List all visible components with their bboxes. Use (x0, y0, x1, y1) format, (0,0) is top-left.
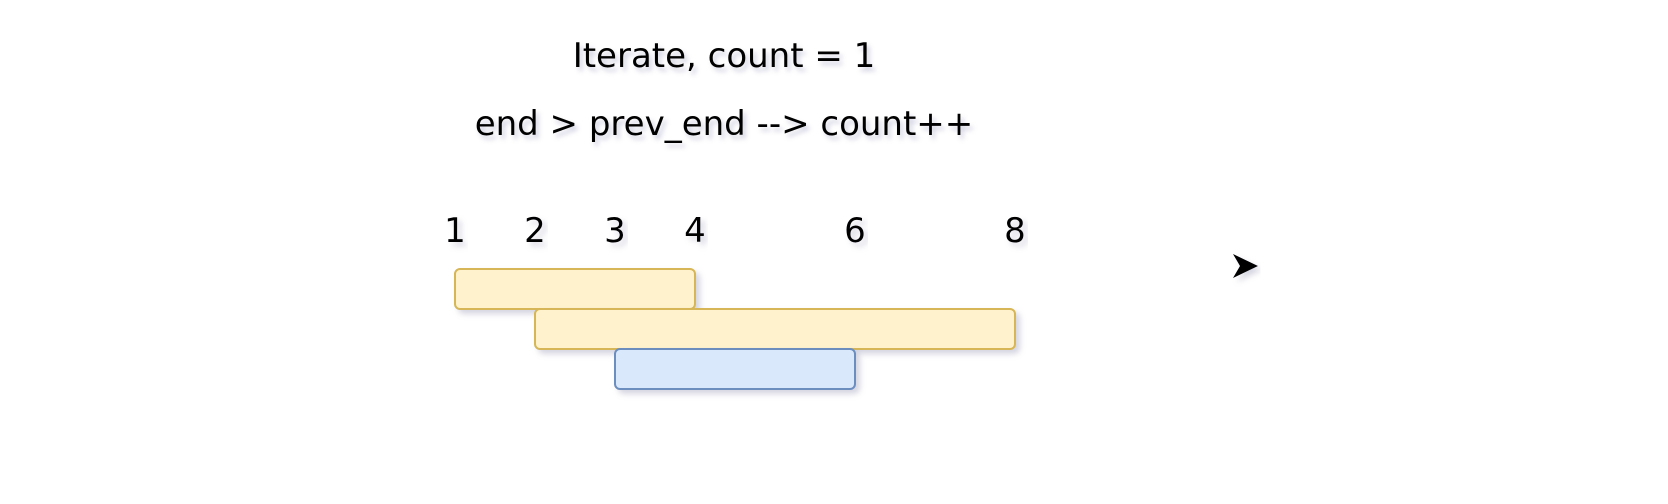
tick-label: 6 (844, 211, 866, 251)
diagram-title: Iterate, count = 1 (572, 36, 876, 76)
interval-bar (534, 308, 1016, 350)
interval-bar (454, 268, 696, 310)
tick-label: 3 (604, 211, 626, 251)
tick-label: 2 (524, 211, 546, 251)
tick-label: 4 (684, 211, 706, 251)
axis-arrowhead-icon (1233, 254, 1258, 278)
tick-label: 8 (1004, 211, 1026, 251)
rule-caption: end > prev_end --> count++ (474, 104, 974, 144)
interval-bar (614, 348, 856, 390)
tick-label: 1 (444, 211, 466, 251)
